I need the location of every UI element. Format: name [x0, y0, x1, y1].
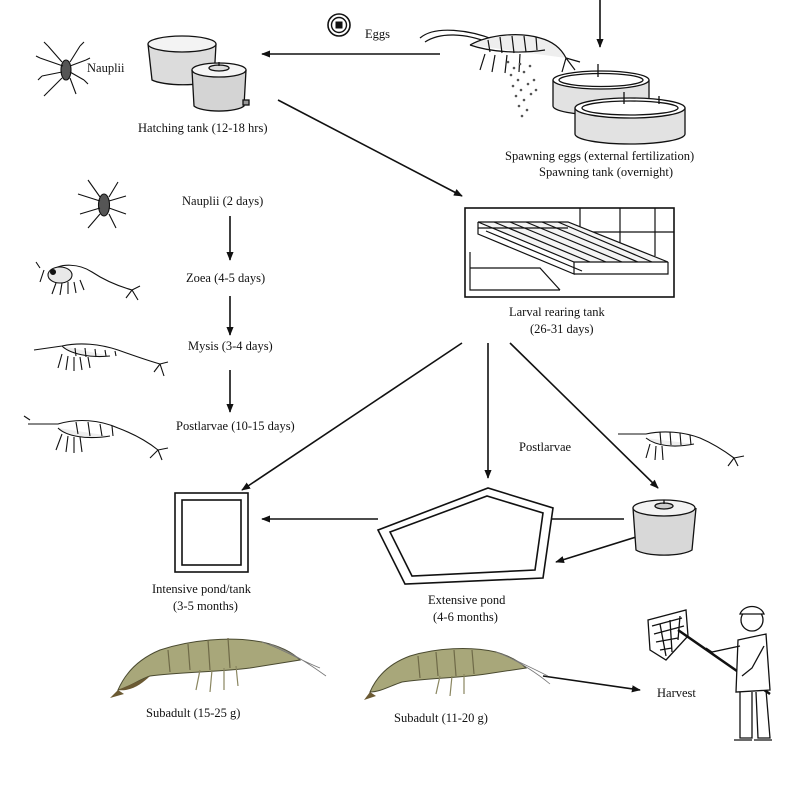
arrow-larval-to-intensive: [241, 342, 463, 491]
flow-arrows: [226, 0, 659, 693]
hatching-tank-icon: [147, 35, 250, 112]
harvest-label: Harvest: [657, 686, 696, 700]
subadult-shrimp-icon-right: [364, 648, 551, 700]
arrow-nursery-to-extensive: [555, 536, 637, 564]
spawning-tank-label: Spawning tank (overnight): [539, 165, 673, 179]
zoea-stage-label: Zoea (4-5 days): [186, 271, 265, 285]
zoea-icon: [35, 261, 141, 301]
extensive-pond-label: Extensive pond: [428, 593, 506, 607]
arrow-hatching-to-larval: [277, 99, 463, 197]
postlarvae-icon-right: [618, 431, 745, 467]
nauplii-top-label: Nauplii: [87, 61, 125, 75]
subadult-left-label: Subadult (15-25 g): [146, 706, 240, 720]
extensive-pond-duration-label: (4-6 months): [433, 610, 498, 624]
subadult-right-label: Subadult (11-20 g): [394, 711, 488, 725]
larval-rearing-duration-label: (26-31 days): [530, 322, 594, 336]
hatching-tank-label: Hatching tank (12-18 hrs): [138, 121, 267, 135]
postlarvae-branch-label: Postlarvae: [519, 440, 572, 454]
spawning-shrimp-icon: [419, 29, 581, 74]
larval-rearing-tank-label: Larval rearing tank: [509, 305, 606, 319]
arrow-larval-to-nursery: [509, 342, 659, 489]
nursery-tank-icon: [632, 499, 697, 556]
mysis-stage-label: Mysis (3-4 days): [188, 339, 273, 353]
labels: Eggs Nauplii Hatching tank (12-18 hrs) S…: [87, 27, 696, 725]
nauplii-stage-label: Nauplii (2 days): [182, 194, 263, 208]
spawning-eggs-label: Spawning eggs (external fertilization): [505, 149, 694, 163]
larval-rearing-tank-icon: [464, 207, 675, 298]
eggs-label: Eggs: [365, 27, 390, 41]
extensive-pond-icon: [376, 487, 554, 585]
postlarvae-icon: [23, 415, 169, 461]
spawning-tank-icon: [552, 64, 686, 145]
fisherman-with-net-icon: [647, 605, 772, 741]
nauplius-icon-top: [35, 41, 91, 97]
postlarvae-stage-label: Postlarvae (10-15 days): [176, 419, 295, 433]
nauplius-icon-stage: [77, 179, 127, 229]
spawned-eggs-dots: [506, 60, 538, 118]
intensive-pond-duration-label: (3-5 months): [173, 599, 238, 613]
arrow-subadult-to-harvest: [542, 675, 641, 693]
intensive-pond-label: Intensive pond/tank: [152, 582, 252, 596]
intensive-pond-icon: [174, 492, 249, 573]
egg-icon: [327, 13, 351, 37]
subadult-shrimp-icon-left: [110, 637, 327, 698]
mysis-icon: [33, 343, 169, 377]
